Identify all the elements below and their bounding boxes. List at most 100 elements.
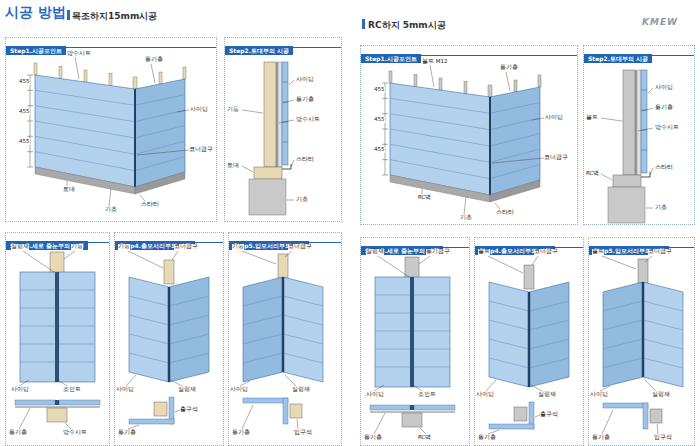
part-label: 코너금구 bbox=[544, 155, 568, 161]
inner-corner-figure bbox=[240, 251, 323, 429]
part-label: 기둥 bbox=[118, 244, 130, 250]
step-panel: Step2.토대부의 시공 bbox=[583, 45, 695, 225]
part-label: RC벽 bbox=[418, 195, 431, 201]
page-title: 시공 방법 bbox=[5, 4, 66, 22]
part-label: 코너금구 bbox=[534, 249, 558, 255]
part-label: 사이딩 bbox=[190, 107, 208, 113]
step-header-bar: Step2.토대부의 시공 bbox=[584, 46, 694, 56]
part-label: 통기층 bbox=[364, 435, 382, 441]
step-header-bar: Step5.입모서리부의 시공 bbox=[229, 233, 341, 243]
part-label: 통기층 bbox=[145, 57, 163, 63]
part-label: 볼트 M12 bbox=[422, 59, 448, 65]
step-panel: Step4.출모서리부의 시공 bbox=[114, 232, 224, 446]
part-label: 출구석 bbox=[180, 407, 198, 413]
step-header-bar: Step4.출모서리부의 시공 bbox=[115, 233, 223, 243]
outer-corner-figure bbox=[486, 256, 569, 434]
part-label: RC벽 bbox=[586, 171, 599, 177]
part-label: 토대 bbox=[63, 187, 75, 193]
step-header-bar: Step5.입모서리부의 시공 bbox=[589, 238, 694, 248]
part-label: 사이딩 bbox=[230, 387, 248, 393]
part-label: 방수시트 bbox=[67, 51, 91, 57]
part-label: 출구석 bbox=[540, 412, 558, 418]
dimension: 455 bbox=[19, 109, 30, 115]
step-header-bar: Step1.시공포인트 bbox=[6, 38, 216, 48]
step-panel: Step5.입모서리부의 시공 bbox=[228, 232, 342, 446]
part-label: 코너금구 bbox=[648, 249, 672, 255]
part-label: 실링재 bbox=[292, 387, 310, 393]
part-label: 통기층 bbox=[9, 430, 27, 436]
dimension: 455 bbox=[374, 147, 385, 153]
base-section bbox=[601, 70, 653, 223]
heading-bar bbox=[362, 19, 365, 29]
part-label: 통기층 bbox=[118, 430, 136, 436]
part-label: 입구석 bbox=[654, 435, 672, 441]
step-header-bar: Step2.토대부의 시공 bbox=[225, 38, 341, 48]
step-header-bar: Step3.세로 줄눈부의 시공 bbox=[361, 238, 469, 248]
part-label: 사이딩 bbox=[11, 387, 29, 393]
part-label: 통기층 bbox=[478, 435, 496, 441]
part-label: 기둥 bbox=[71, 244, 83, 250]
inner-corner-figure bbox=[600, 256, 683, 434]
part-label: 기초 bbox=[296, 197, 308, 203]
part-label: 통기층 bbox=[296, 97, 314, 103]
part-label: 기둥 bbox=[227, 107, 239, 113]
step-heading: Step2.토대부의 시공 bbox=[584, 54, 652, 63]
part-label: 스타터 bbox=[296, 157, 314, 163]
step-panel: Step1.시공포인트 bbox=[360, 45, 578, 225]
part-label: 토대 bbox=[227, 163, 239, 169]
step-panel: Step5.입모서리부의 시공 bbox=[588, 237, 695, 446]
part-label: 코너금구 bbox=[288, 244, 312, 250]
part-label: 실링재 bbox=[11, 244, 29, 250]
part-label: 코너금구 bbox=[189, 147, 213, 153]
step-heading: Step1.시공포인트 bbox=[6, 46, 66, 55]
part-label: 방수시트 bbox=[655, 125, 679, 131]
step-heading: Step2.토대부의 시공 bbox=[225, 46, 293, 55]
part-label: 스타터 bbox=[655, 165, 673, 171]
part-label: 스타터 bbox=[496, 210, 514, 216]
part-label: RC벽 bbox=[418, 435, 431, 441]
heading-bar bbox=[67, 10, 70, 20]
part-label: 조인트 bbox=[63, 387, 81, 393]
part-label: 사이딩 bbox=[366, 392, 384, 398]
base-section bbox=[242, 62, 294, 215]
step-panel: Step1.시공포인트 bbox=[5, 37, 217, 222]
part-label: 기초 bbox=[655, 205, 667, 211]
part-label: 볼트 bbox=[586, 115, 598, 121]
joint-figure bbox=[15, 251, 100, 429]
step-heading: Step1.시공포인트 bbox=[361, 54, 421, 63]
dimension: 455 bbox=[19, 79, 30, 85]
step-header-bar: Step4.출모서리부의 시공 bbox=[475, 238, 583, 248]
part-label: 통기층 bbox=[500, 65, 518, 71]
part-label: 사이딩 bbox=[545, 115, 563, 121]
part-label: 사이딩 bbox=[116, 387, 134, 393]
part-label: 방수시트 bbox=[63, 430, 87, 436]
part-label: 조인트 bbox=[418, 392, 436, 398]
wall-figure bbox=[382, 65, 544, 214]
part-label: 사이딩 bbox=[655, 85, 673, 91]
step-panel: Step3.세로 줄눈부의 시공 bbox=[5, 232, 110, 446]
part-label: 방수시트 bbox=[296, 117, 320, 123]
sub-heading: RC하지 5mm시공 bbox=[368, 19, 446, 32]
part-label: 입구석 bbox=[294, 430, 312, 436]
part-label: 기둥 bbox=[232, 244, 244, 250]
part-label: 기초 bbox=[460, 215, 472, 221]
dimension: 455 bbox=[19, 139, 30, 145]
part-label: 실링재 bbox=[178, 387, 196, 393]
part-label: 스타터 bbox=[141, 202, 159, 208]
dimension: 455 bbox=[374, 117, 385, 123]
joint-figure bbox=[370, 256, 455, 434]
part-label: 코너금구 bbox=[174, 244, 198, 250]
part-label: 실링재 bbox=[538, 392, 556, 398]
part-label: 통기층 bbox=[232, 430, 250, 436]
step-header-bar: Step3.세로 줄눈부의 시공 bbox=[6, 233, 109, 243]
step-panel: Step4.출모서리부의 시공 bbox=[474, 237, 584, 446]
wall-figure bbox=[27, 57, 189, 206]
part-label: 실링재 bbox=[366, 249, 384, 255]
dimension: 455 bbox=[374, 87, 385, 93]
step-header-bar: Step1.시공포인트 bbox=[361, 46, 577, 56]
part-label: 통기층 bbox=[655, 105, 673, 111]
part-label: 사이딩 bbox=[590, 392, 608, 398]
part-label: 사이딩 bbox=[476, 392, 494, 398]
sub-heading: 목조하지15mm시공 bbox=[72, 10, 157, 23]
